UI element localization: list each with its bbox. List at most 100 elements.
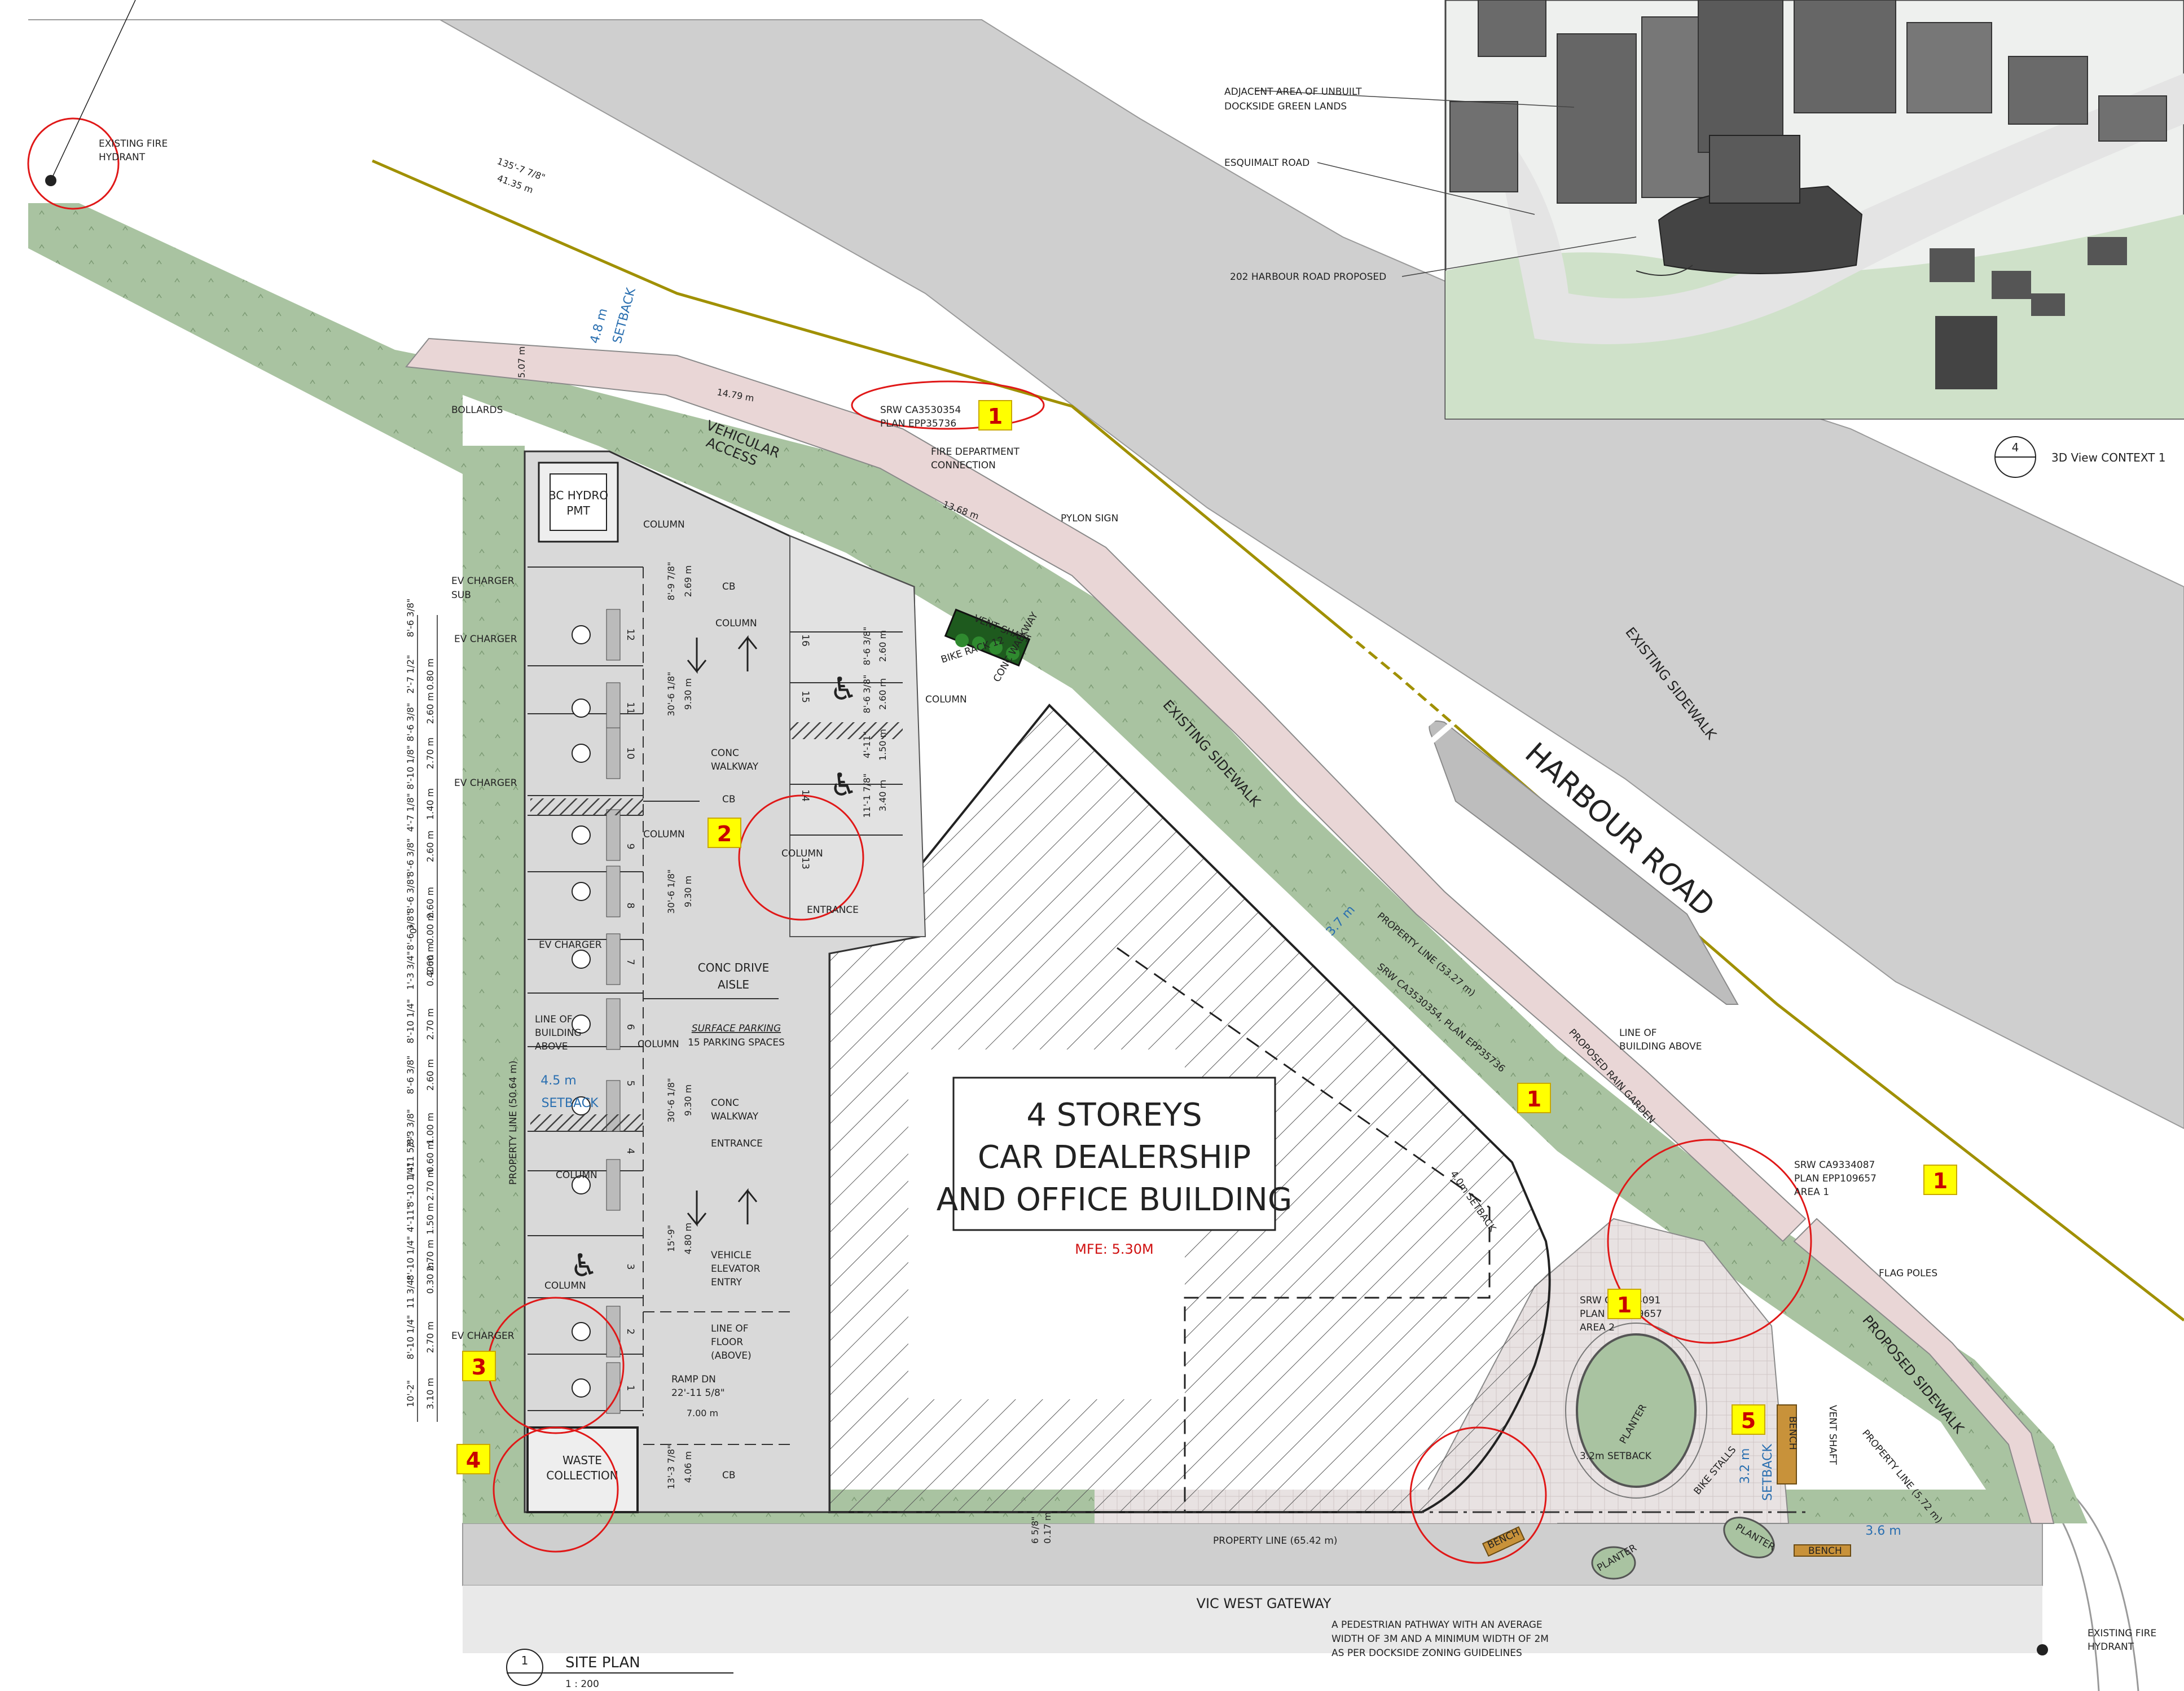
ev-sign-8 [606, 1159, 621, 1211]
interior-dim-4: 30'-6 1/8" [666, 869, 676, 914]
entrance-label-2: ENTRANCE [711, 1138, 763, 1149]
setback-top-label: SETBACK [610, 286, 639, 345]
ev-charger-icon-0 [572, 625, 591, 644]
stall-number-left-4: 4 [625, 1148, 636, 1154]
cb-label-1: CB [722, 581, 736, 592]
building-line-2: CAR DEALERSHIP [978, 1139, 1251, 1176]
line-building-right-2: BUILDING ABOVE [1619, 1041, 1702, 1052]
stall-number-right-15: 15 [799, 691, 811, 703]
interior-dim-2: 30'-6 1/8" [666, 672, 676, 717]
ev-sign-9 [606, 1306, 621, 1358]
line-building-right-1: LINE OF [1619, 1027, 1657, 1039]
keynote-badge-5: 2 [708, 818, 741, 848]
pedestrian-note-3: AS PER DOCKSIDE ZONING GUIDELINES [1332, 1648, 1522, 1659]
column-label-5: COLUMN [638, 1039, 679, 1050]
stall-number-left-9: 9 [625, 844, 636, 850]
ev-charger-label-3: EV CHARGER [539, 939, 602, 951]
column-label-3: COLUMN [643, 829, 685, 840]
interior-dim-10: 7.00 m [687, 1408, 718, 1418]
left-dim-ft-9: 8'-10 1/4" [405, 999, 416, 1044]
left-dim-m-1: 2.60 m [425, 692, 436, 724]
drive-aisle-label-1: CONC DRIVE [698, 961, 770, 974]
interior-dim-13: 8'-6 3/8" [862, 627, 872, 666]
dim-bottom-ft: 6 5/8" [1030, 1517, 1040, 1544]
left-dim-ft-7: 8'-6 3/8" [405, 912, 416, 951]
traffic-arrows [687, 635, 758, 1227]
walkway-3-label-1: CONC [711, 748, 739, 759]
waste-label-1: WASTE [563, 1453, 602, 1467]
ev-sign-10 [606, 1362, 621, 1414]
left-dim-m-9: 2.70 m [425, 1008, 436, 1040]
vehicle-elevator-label-1: VEHICLE [711, 1250, 752, 1261]
left-dimension-stack: 8'-6 3/8"2'-7 1/2"8'-6 3/8"8'-10 1/8"4'-… [405, 599, 438, 1422]
ev-charger-icon-8 [572, 1175, 591, 1194]
line-floor-label-1: LINE OF [711, 1323, 749, 1334]
existing-sidewalk-band [405, 337, 2055, 1524]
stall-number-left-12: 12 [625, 629, 636, 641]
ev-sign-5 [606, 933, 621, 985]
hydrant-nw-label-1: EXISTING FIRE [99, 138, 168, 150]
context-view-label: 3D View CONTEXT 1 [2051, 451, 2165, 464]
bc-hydro-label-1: BC HYDRO [548, 489, 608, 502]
left-dim-m-3: 1.40 m [425, 788, 436, 820]
interior-dim-9: 4.80 m [683, 1223, 693, 1254]
keynote-badge-number-0: 1 [988, 404, 1003, 429]
keynote-badge-number-2: 1 [1933, 1169, 1948, 1193]
stall-number-left-8: 8 [625, 903, 636, 909]
ev-charger-icon-1 [572, 699, 591, 718]
cb-label-2: CB [722, 794, 736, 805]
column-label-4: COLUMN [781, 848, 823, 859]
left-dim-ft-13: 8'-10 1/4" [405, 1163, 416, 1207]
interior-dim-14: 2.60 m [877, 630, 888, 662]
left-dim-m-2: 2.70 m [425, 737, 436, 769]
left-dim-m-17: 2.70 m [425, 1321, 436, 1353]
srw-3-label-3: AREA 1 [1794, 1187, 1829, 1198]
keynote-badge-2: 1 [1923, 1165, 1957, 1195]
stall-number-right-14: 14 [799, 789, 811, 802]
line-building-left-1: LINE OF [535, 1014, 573, 1025]
keynote-badge-number-5: 2 [717, 822, 732, 846]
interior-dim-7: 9.30 m [683, 1084, 693, 1116]
setback-3-2-label: 3.2m SETBACK [1580, 1451, 1652, 1462]
left-dim-m-13: 2.70 m [425, 1169, 436, 1201]
left-dim-m-6: 0.00 m [425, 912, 436, 944]
surface-parking-label-2: 15 PARKING SPACES [688, 1037, 785, 1048]
property-line-south-label: PROPERTY LINE (65.42 m) [1213, 1535, 1337, 1547]
drive-aisle-label-2: AISLE [718, 978, 749, 991]
left-dim-m-7: 2.60 m [425, 943, 436, 975]
property-line-west-label: PROPERTY LINE (50.64 m) [508, 1061, 519, 1185]
stall-number-left-3: 3 [625, 1264, 636, 1270]
interior-dim-18: 1.50 m [877, 729, 888, 761]
site-plan-title-block: 1 SITE PLAN 1 : 200 [506, 1649, 733, 1690]
column-label-1: COLUMN [643, 519, 685, 530]
stall-number-left-10: 10 [625, 747, 636, 759]
keynote-badge-number-8: 5 [1741, 1408, 1756, 1433]
column-label-2: COLUMN [715, 618, 757, 629]
left-dim-ft-17: 8'-10 1/4" [405, 1315, 416, 1360]
left-dim-ft-10: 8'-6 3/8" [405, 1056, 416, 1095]
accessible-icon-2: ♿ [829, 767, 858, 803]
hydrant-se-label-1: EXISTING FIRE [2088, 1628, 2156, 1639]
stall-number-right-13: 13 [799, 857, 811, 869]
interior-dim-15: 8'-6 3/8" [862, 675, 872, 714]
fire-connection-label-2: CONNECTION [931, 460, 996, 471]
srw-1-label-2: PLAN EPP35736 [880, 418, 956, 429]
bc-hydro-pmt: BC HYDRO PMT [538, 462, 619, 543]
crosswalk [1256, 618, 1469, 815]
ev-sign-0 [606, 609, 621, 661]
interior-dim-0: 8'-9 7/8" [666, 562, 676, 601]
left-dim-m-5: 2.60 m [425, 887, 436, 919]
left-dim-m-15: 2.70 m [425, 1240, 436, 1271]
left-dim-m-8: 0.40 m [425, 955, 436, 986]
bc-hydro-label-2: PMT [566, 504, 590, 517]
left-dim-ft-18: 10'-2" [405, 1380, 416, 1407]
stall-number-left-5: 5 [625, 1081, 636, 1087]
fire-hydrant-nw-icon [45, 0, 136, 186]
context-view-marker: 4 3D View CONTEXT 1 [1994, 436, 2165, 478]
vehicle-elevator-label-2: ELEVATOR [711, 1263, 761, 1275]
left-dim-ft-6: 8'-6 3/8" [405, 875, 416, 914]
interior-dim-12: 4.06 m [683, 1451, 693, 1483]
srw-4-label-3: AREA 2 [1580, 1322, 1615, 1333]
